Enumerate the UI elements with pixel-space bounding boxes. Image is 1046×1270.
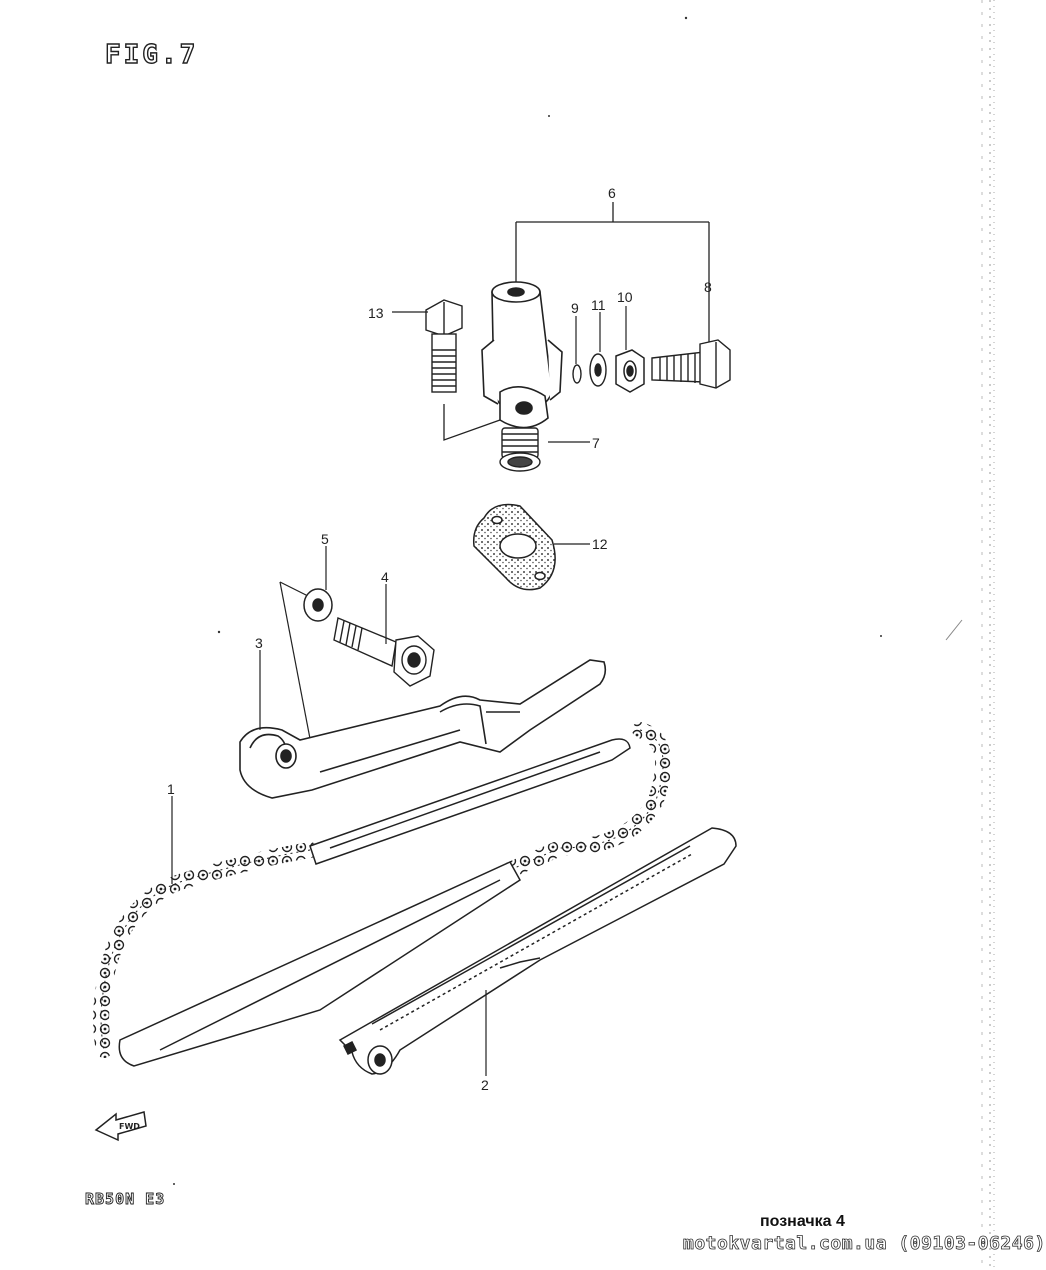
pivot-washer [303,588,333,622]
washer [589,353,607,387]
callout-4: 4 [381,569,389,585]
front-arrow: FWD [94,1111,147,1142]
callout-12: 12 [592,536,608,552]
callout-5: 5 [321,531,329,547]
tensioner-group-bracket [515,202,710,342]
callout-11: 11 [591,297,606,313]
callout-1: 1 [167,781,175,797]
chain-guide-rail [118,738,631,1067]
watermark-site: motokvartal.com.ua (09103-06246) [683,1233,1046,1255]
gasket [472,503,556,591]
tensioner-arm [239,659,607,799]
callout-7: 7 [592,435,600,451]
pivot-bolt [333,617,435,687]
callout-13: 13 [368,305,384,321]
parts-diagram: FIG.7 [85,0,1046,1270]
scan-edge-noise [945,0,995,1270]
hex-bolt [425,299,463,393]
scan-specks [173,16,882,1185]
tensioner-spring [499,427,541,472]
tensioner-housing [481,281,563,429]
adjusting-bolt [651,339,731,389]
washer-small [572,364,582,384]
callout-labels: 1 2 3 4 5 6 7 8 9 10 11 12 13 [167,185,712,1093]
cam-chain [93,722,672,1058]
exploded-view: FWD 1 2 3 4 5 6 7 8 9 10 [93,16,882,1185]
callout-leaders [171,306,627,1076]
callout-9: 9 [571,300,579,316]
model-code: RB50N E3 [85,1190,166,1209]
callout-6: 6 [608,185,616,201]
callout-3: 3 [255,635,263,651]
callout-2: 2 [481,1077,489,1093]
callout-10: 10 [617,289,633,305]
chain-guide [338,827,737,1075]
front-arrow-label: FWD [119,1122,140,1131]
figure-title: FIG.7 [104,39,199,70]
nut [615,349,645,393]
callout-8: 8 [704,279,712,295]
watermark-mark: позначка 4 [760,1213,845,1230]
bolt-leader-line [443,404,501,441]
